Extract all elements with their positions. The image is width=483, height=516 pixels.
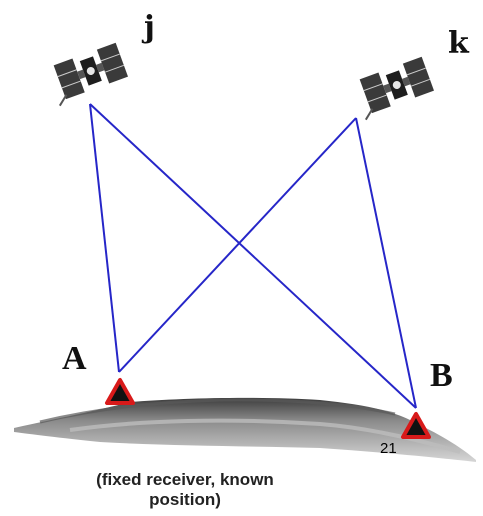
signal-lines bbox=[89, 103, 417, 409]
signal-line-k-to-a bbox=[118, 117, 357, 373]
point-label-a: A bbox=[62, 340, 87, 377]
point-b-number: 21 bbox=[380, 440, 397, 457]
signal-line-j-to-b bbox=[89, 103, 417, 409]
satellite-label-j: j bbox=[144, 10, 155, 45]
satellite-label-k: k bbox=[448, 26, 469, 61]
signal-line-k-to-b bbox=[355, 117, 417, 409]
satellite-icon bbox=[53, 42, 128, 107]
receiver-triangle-icon bbox=[105, 378, 135, 405]
point-label-b: B bbox=[430, 357, 453, 394]
caption-line-2: position) bbox=[149, 490, 221, 509]
caption-line-1: (fixed receiver, known bbox=[96, 470, 274, 489]
satellite-icon bbox=[359, 56, 434, 121]
receiver-triangle-icon bbox=[401, 412, 431, 439]
fixed-receiver-caption: (fixed receiver, known position) bbox=[0, 470, 370, 510]
signal-line-j-to-a bbox=[89, 103, 120, 373]
terrain bbox=[14, 397, 476, 462]
